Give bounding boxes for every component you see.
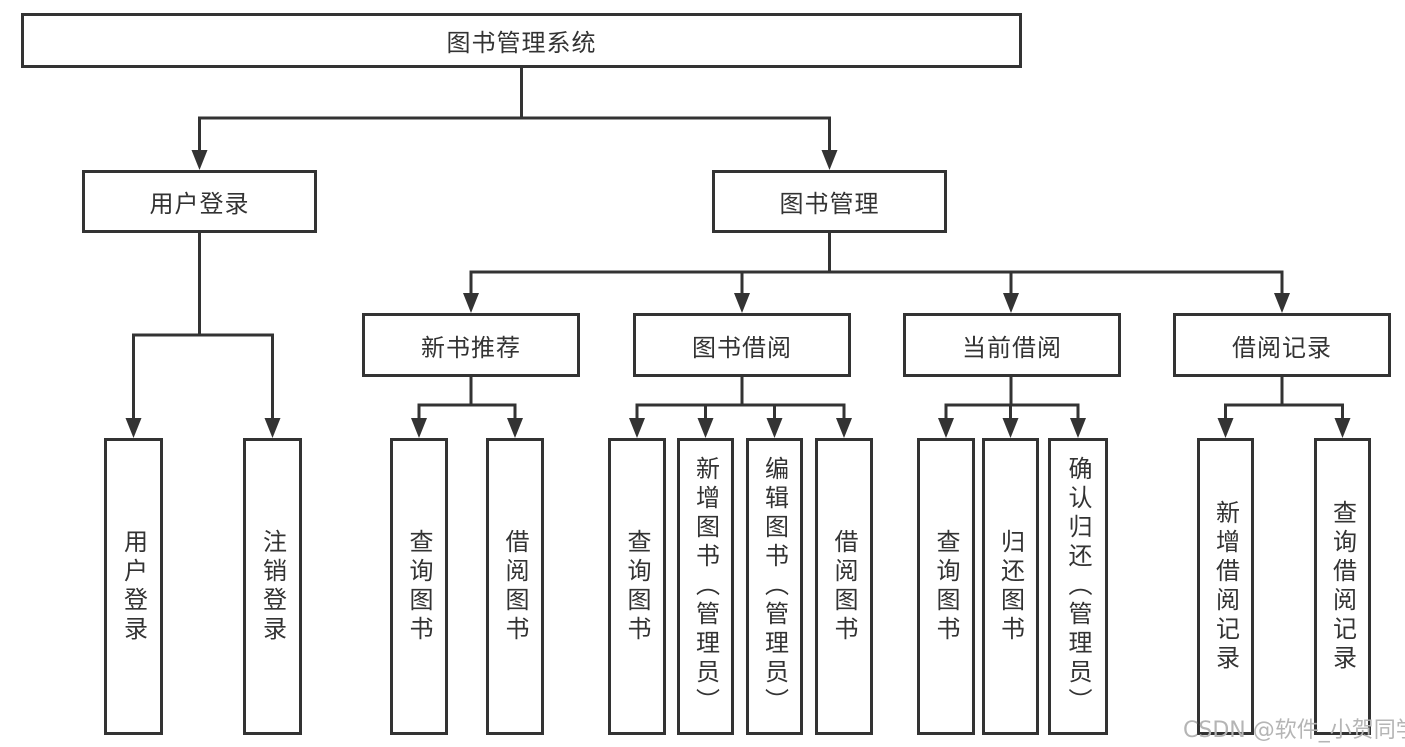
node-leaf-edit-books: 编辑图书（管理员） bbox=[746, 438, 803, 735]
node-leaf-add-books-label: 新增图书（管理员） bbox=[691, 456, 720, 717]
node-borrow-records: 借阅记录 bbox=[1173, 313, 1391, 377]
node-leaf-borrow-books-borrow: 借阅图书 bbox=[815, 438, 873, 735]
node-leaf-user-login: 用户登录 bbox=[104, 438, 163, 735]
node-leaf-query-books-borrow: 查询图书 bbox=[608, 438, 666, 735]
node-leaf-borrow-books-recommend: 借阅图书 bbox=[486, 438, 544, 735]
arrowhead-down-icon bbox=[264, 418, 281, 438]
arrowhead-down-icon bbox=[1217, 418, 1234, 438]
node-leaf-borrow-books-borrow-label: 借阅图书 bbox=[830, 528, 858, 645]
node-leaf-query-books-borrow-label: 查询图书 bbox=[623, 528, 651, 645]
node-root-label: 图书管理系统 bbox=[446, 29, 597, 57]
arrowhead-down-icon bbox=[1002, 418, 1019, 438]
arrowhead-down-icon bbox=[836, 418, 852, 438]
arrowhead-down-icon bbox=[766, 418, 783, 438]
node-leaf-query-books-recommend: 查询图书 bbox=[390, 438, 448, 735]
node-leaf-logout-label: 注销登录 bbox=[258, 528, 287, 645]
node-book-management-label: 图书管理 bbox=[779, 190, 880, 218]
arrowhead-down-icon bbox=[629, 418, 645, 438]
node-root: 图书管理系统 bbox=[21, 13, 1022, 68]
node-user-login: 用户登录 bbox=[82, 170, 317, 233]
node-new-book-recommend-label: 新书推荐 bbox=[421, 333, 521, 362]
arrowhead-down-icon bbox=[697, 418, 714, 438]
node-new-book-recommend: 新书推荐 bbox=[362, 313, 580, 377]
arrowhead-down-icon bbox=[734, 293, 750, 313]
node-leaf-edit-books-label: 编辑图书（管理员） bbox=[760, 456, 789, 717]
node-leaf-confirm-return: 确认归还（管理员） bbox=[1048, 438, 1108, 735]
arrowhead-down-icon bbox=[1274, 293, 1290, 313]
arrowhead-down-icon bbox=[125, 418, 142, 438]
node-leaf-return-books: 归还图书 bbox=[982, 438, 1039, 735]
node-leaf-add-books: 新增图书（管理员） bbox=[677, 438, 734, 735]
arrowhead-down-icon bbox=[191, 150, 208, 170]
arrowhead-down-icon bbox=[938, 418, 954, 438]
arrowhead-down-icon bbox=[1070, 418, 1086, 438]
node-current-borrow-label: 当前借阅 bbox=[962, 333, 1062, 362]
node-current-borrow: 当前借阅 bbox=[903, 313, 1121, 377]
arrowhead-down-icon bbox=[463, 293, 479, 313]
arrowhead-down-icon bbox=[1003, 293, 1019, 313]
node-leaf-add-borrow-record: 新增借阅记录 bbox=[1197, 438, 1254, 735]
arrowhead-down-icon bbox=[411, 418, 427, 438]
node-leaf-user-login-label: 用户登录 bbox=[119, 528, 148, 645]
node-leaf-query-books-current-label: 查询图书 bbox=[932, 528, 960, 645]
node-leaf-query-borrow-record-label: 查询借阅记录 bbox=[1328, 499, 1357, 674]
node-book-borrow-label: 图书借阅 bbox=[692, 333, 792, 362]
node-leaf-add-borrow-record-label: 新增借阅记录 bbox=[1211, 499, 1240, 674]
node-book-management: 图书管理 bbox=[712, 170, 947, 233]
node-leaf-query-books-recommend-label: 查询图书 bbox=[405, 528, 433, 645]
node-book-borrow: 图书借阅 bbox=[633, 313, 851, 377]
arrowhead-down-icon bbox=[821, 150, 838, 170]
node-leaf-query-books-current: 查询图书 bbox=[917, 438, 975, 735]
node-leaf-query-borrow-record: 查询借阅记录 bbox=[1314, 438, 1371, 735]
node-leaf-logout: 注销登录 bbox=[243, 438, 302, 735]
node-borrow-records-label: 借阅记录 bbox=[1232, 333, 1332, 362]
node-leaf-confirm-return-label: 确认归还（管理员） bbox=[1064, 456, 1092, 717]
node-leaf-return-books-label: 归还图书 bbox=[996, 528, 1025, 645]
arrowhead-down-icon bbox=[1334, 418, 1351, 438]
arrowhead-down-icon bbox=[507, 418, 523, 438]
node-user-login-label: 用户登录 bbox=[149, 190, 250, 218]
node-leaf-borrow-books-recommend-label: 借阅图书 bbox=[501, 528, 529, 645]
watermark: CSDN @软件_小贺同学 bbox=[1183, 718, 1405, 743]
